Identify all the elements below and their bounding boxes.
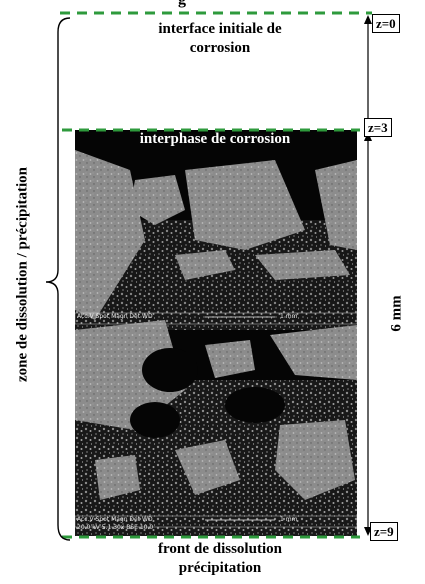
interphase-label: interphase de corrosion bbox=[139, 131, 291, 147]
sem-info-bottom-row1: Acc.V Spot Magn Det WD bbox=[77, 516, 153, 523]
initial-interface-line1: interface initiale de bbox=[158, 21, 282, 37]
initial-interface-line2: corrosion bbox=[189, 40, 251, 56]
grain bbox=[75, 150, 145, 320]
zone-label: zone de dissolution / précipitation bbox=[14, 166, 31, 383]
sem-info-top-barlabel: 1 mm bbox=[280, 313, 298, 320]
grain bbox=[175, 250, 235, 280]
grain bbox=[315, 160, 357, 250]
zone-bracket bbox=[45, 17, 71, 541]
arrowhead-up bbox=[364, 15, 372, 24]
sem-info-bottom-barlabel: 1 mm bbox=[280, 516, 298, 523]
front-line2: précipitation bbox=[178, 560, 262, 576]
grain bbox=[255, 250, 350, 280]
title-fragment: g bbox=[178, 0, 186, 9]
thickness-label: 6 mm bbox=[388, 295, 405, 332]
z-marker-9: z=9 bbox=[370, 522, 398, 541]
pore bbox=[130, 402, 180, 438]
z-marker-0: z=0 bbox=[372, 14, 400, 33]
pore bbox=[225, 387, 285, 423]
grain bbox=[130, 175, 185, 225]
grain bbox=[275, 420, 355, 500]
sem-micrograph bbox=[75, 130, 357, 536]
grain bbox=[95, 455, 140, 500]
grain bbox=[175, 440, 240, 495]
scalebar-frame-top bbox=[75, 312, 357, 325]
front-line1: front de dissolution bbox=[158, 541, 282, 557]
grain bbox=[185, 160, 305, 250]
initial-interface-label: interface initiale de corrosion bbox=[110, 20, 330, 58]
grain bbox=[270, 325, 357, 380]
z-marker-3: z=3 bbox=[364, 118, 392, 137]
sem-info-bottom-row2: 20.0 kV 5.1 30x BSE 10.0 bbox=[77, 524, 154, 531]
scalebar-frame-bottom bbox=[75, 515, 357, 528]
front-label: front de dissolution précipitation bbox=[110, 540, 330, 578]
pore bbox=[142, 348, 198, 392]
sem-info-top-row1: Acc.V Spot Magn Det WD bbox=[77, 313, 153, 320]
grain bbox=[205, 340, 255, 378]
